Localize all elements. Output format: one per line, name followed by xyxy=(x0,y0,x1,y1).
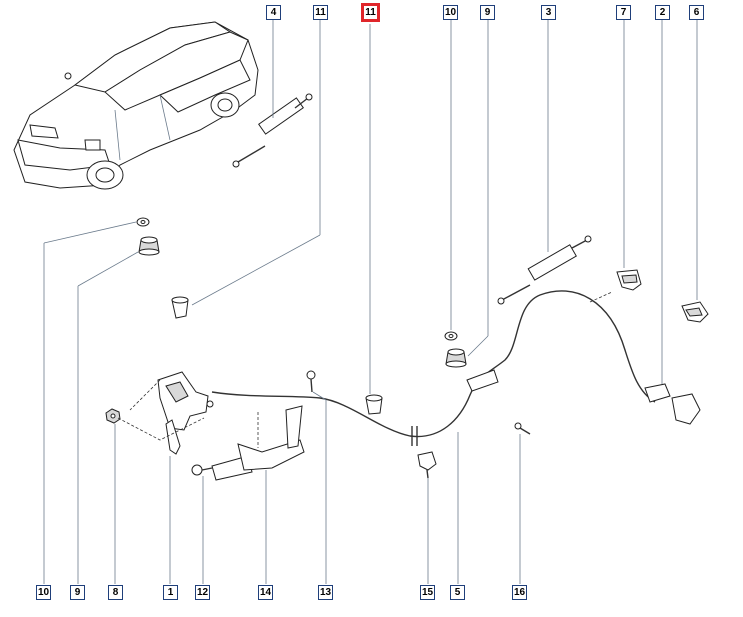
callout-3[interactable]: 3 xyxy=(541,5,556,20)
nut-part-8[interactable] xyxy=(105,408,121,424)
screw-part-12[interactable] xyxy=(191,464,213,476)
gas-strut-part-3[interactable] xyxy=(497,235,592,305)
car-illustration xyxy=(13,21,259,190)
callout-16[interactable]: 16 xyxy=(512,585,527,600)
grommet-part-9-right[interactable] xyxy=(445,348,467,368)
clip-part-6[interactable] xyxy=(681,301,709,323)
callout-12[interactable]: 12 xyxy=(195,585,210,600)
callout-14[interactable]: 14 xyxy=(258,585,273,600)
release-cable-part-5[interactable] xyxy=(211,290,701,448)
hood-lock-part-1[interactable] xyxy=(117,371,214,455)
callout-9-bottom[interactable]: 9 xyxy=(70,585,85,600)
callout-8[interactable]: 8 xyxy=(108,585,123,600)
bumper-part-11-left[interactable] xyxy=(171,296,189,319)
callout-5[interactable]: 5 xyxy=(450,585,465,600)
leader-lines xyxy=(43,20,698,584)
callout-4[interactable]: 4 xyxy=(266,5,281,20)
screw-part-13[interactable] xyxy=(306,370,316,393)
callout-11-top[interactable]: 11 xyxy=(313,5,328,20)
callout-1[interactable]: 1 xyxy=(163,585,178,600)
callout-9-top[interactable]: 9 xyxy=(480,5,495,20)
grommet-part-9-left[interactable] xyxy=(138,236,160,256)
callout-11-highlighted[interactable]: 11 xyxy=(361,3,380,22)
gas-strut-part-4[interactable] xyxy=(232,93,313,168)
callout-6[interactable]: 6 xyxy=(689,5,704,20)
clip-part-15[interactable] xyxy=(417,451,437,479)
callout-7[interactable]: 7 xyxy=(616,5,631,20)
washer-part-10-left[interactable] xyxy=(136,217,150,227)
clip-part-7[interactable] xyxy=(616,269,642,291)
callout-15[interactable]: 15 xyxy=(420,585,435,600)
callout-13[interactable]: 13 xyxy=(318,585,333,600)
callout-10-bottom[interactable]: 10 xyxy=(36,585,51,600)
bumper-part-11-center[interactable] xyxy=(365,394,383,415)
callout-10-top[interactable]: 10 xyxy=(443,5,458,20)
washer-part-10-right[interactable] xyxy=(444,331,458,341)
release-lever-part-14[interactable] xyxy=(211,405,305,481)
screw-part-16[interactable] xyxy=(514,422,531,435)
callout-2[interactable]: 2 xyxy=(655,5,670,20)
